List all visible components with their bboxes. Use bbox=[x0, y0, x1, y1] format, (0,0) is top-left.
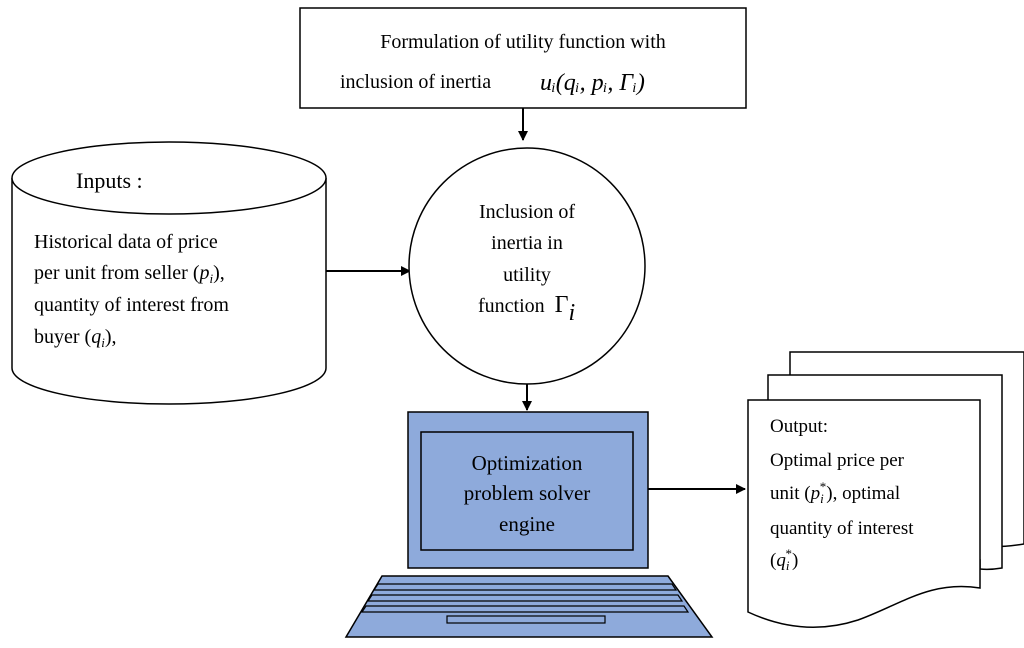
formulation-line2: inclusion of inertia bbox=[340, 71, 491, 93]
inputs-line1: Historical data of price bbox=[34, 231, 218, 253]
formulation-box: Formulation of utility function with inc… bbox=[299, 7, 747, 109]
inputs-line3: quantity of interest from bbox=[34, 294, 229, 316]
laptop-screen-inner bbox=[420, 431, 634, 551]
engine-line2: problem solver bbox=[464, 481, 591, 505]
inertia-line2: inertia in bbox=[491, 232, 563, 254]
laptop-engine: Optimization problem solver engine bbox=[344, 411, 714, 638]
output-line1: Optimal price per bbox=[770, 450, 905, 471]
utility-formula: uᵢ(qᵢ, pᵢ, Γᵢ) bbox=[540, 70, 645, 96]
inputs-line4: buyer (qi), bbox=[34, 326, 117, 350]
inertia-line3: utility bbox=[503, 264, 551, 286]
output-title: Output: bbox=[770, 416, 828, 437]
laptop-key-row-1 bbox=[372, 583, 678, 591]
output-doc-front bbox=[747, 399, 981, 629]
engine-line3: engine bbox=[499, 512, 555, 536]
inputs-title: Inputs : bbox=[76, 168, 143, 193]
inputs-database-cylinder: Inputs : Historical data of price per un… bbox=[11, 141, 327, 405]
formulation-line1: Formulation of utility function with bbox=[380, 31, 666, 53]
output-line4: (qi*) bbox=[770, 546, 798, 573]
laptop-touchpad bbox=[446, 615, 606, 624]
output-documents: Output: Optimal price per unit (pi*), op… bbox=[747, 351, 1024, 629]
output-line3: quantity of interest bbox=[770, 518, 914, 539]
inertia-circle: Inclusion of inertia in utility function… bbox=[408, 147, 646, 385]
laptop-key-row-3 bbox=[360, 605, 690, 613]
inputs-line2: per unit from seller (pi), bbox=[34, 262, 225, 286]
engine-line1: Optimization bbox=[472, 451, 583, 475]
inertia-line1: Inclusion of bbox=[479, 201, 575, 223]
output-line2: unit (pi*), optimal bbox=[770, 479, 900, 506]
laptop-key-row-2 bbox=[366, 594, 684, 602]
